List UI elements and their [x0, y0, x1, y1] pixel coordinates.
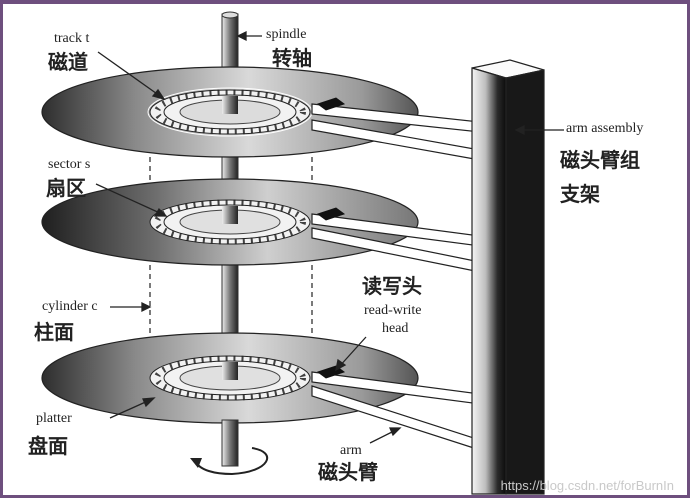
read-write-heads: [316, 97, 346, 379]
read-write-arms: [311, 103, 481, 451]
leader-lines: [95, 30, 564, 444]
platter-top: [41, 66, 419, 158]
track-label-en: track t: [54, 31, 90, 46]
sector-label-en: sector s: [48, 157, 91, 172]
read-write-head-label-en-2: head: [382, 321, 409, 336]
watermark-text: https://blog.csdn.net/forBurnIn: [500, 478, 674, 493]
platter-label-en: platter: [36, 411, 72, 426]
arm-label-en: arm: [340, 443, 362, 458]
arm-assembly-column: [471, 59, 545, 495]
spindle-label-zh: 转轴: [272, 46, 312, 70]
read-write-head-label-en-1: read-write: [364, 303, 422, 318]
track-label-zh: 磁道: [48, 50, 88, 74]
spindle-label-en: spindle: [266, 27, 307, 42]
arm-assembly-label-zh-1: 磁头臂组: [560, 148, 640, 172]
rotation-arrow-icon: [195, 447, 269, 476]
arm-assembly-label-en: arm assembly: [566, 121, 644, 136]
arm-label-zh: 磁头臂: [318, 460, 378, 484]
read-write-head-label-zh: 读写头: [362, 274, 422, 298]
arm-assembly-label-zh-2: 支架: [560, 182, 600, 206]
platter-middle: [41, 178, 419, 266]
platter-label-zh: 盘面: [28, 434, 68, 458]
cylinder-label-en: cylinder c: [42, 299, 98, 314]
platter-bottom: [41, 332, 419, 424]
sector-label-zh: 扇区: [46, 176, 86, 200]
cylinder-label-zh: 柱面: [34, 320, 74, 344]
